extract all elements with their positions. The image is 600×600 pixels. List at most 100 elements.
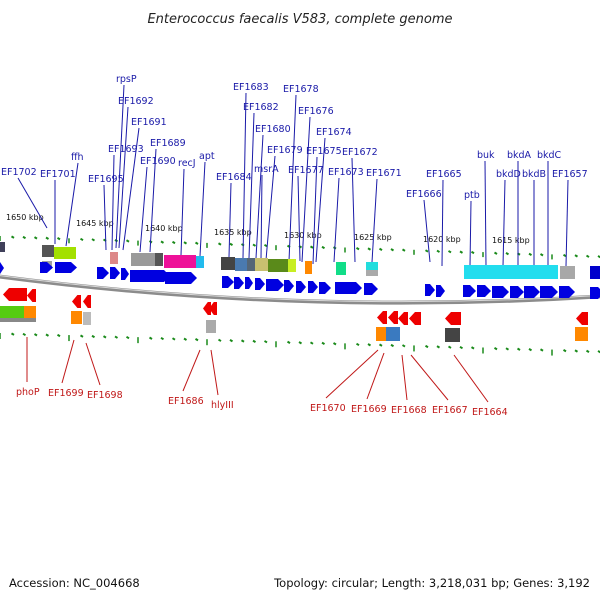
gene-label-apt[interactable]: apt [199, 151, 215, 162]
gene-label-EF1673[interactable]: EF1673 [328, 167, 364, 178]
label-leader [182, 349, 201, 392]
reverse-gene-arrow[interactable] [445, 312, 461, 325]
forward-gene-arrow[interactable] [492, 286, 509, 298]
forward-gene-arrow[interactable] [40, 262, 53, 273]
gene-label-bkdD[interactable]: bkdD [496, 169, 521, 180]
gene-label-EF1690[interactable]: EF1690 [140, 156, 176, 167]
forward-gene-arrow[interactable] [308, 281, 318, 293]
label-leader [242, 92, 247, 259]
reverse-gene-arrow[interactable] [377, 311, 387, 324]
forward-gene-arrow[interactable] [425, 284, 435, 296]
forward-gene-arrow[interactable] [319, 282, 331, 294]
gene-label-EF1665[interactable]: EF1665 [426, 169, 462, 180]
forward-gene-arrow[interactable] [222, 276, 234, 288]
inner-ruler-tick [597, 350, 600, 354]
cog-box [0, 318, 36, 322]
gene-label-EF1678[interactable]: EF1678 [283, 84, 319, 95]
gene-label-buk[interactable]: buk [477, 150, 495, 161]
reverse-gene-arrow[interactable] [398, 312, 408, 325]
gene-label-EF1668[interactable]: EF1668 [391, 405, 427, 416]
gene-label-EF1691[interactable]: EF1691 [131, 117, 167, 128]
forward-gene-arrow[interactable] [121, 268, 129, 280]
label-leader [61, 339, 75, 384]
reverse-gene-arrow[interactable] [409, 312, 421, 325]
label-leader [453, 354, 489, 403]
forward-gene-arrow[interactable] [165, 272, 197, 284]
reverse-gene-arrow[interactable] [388, 311, 398, 324]
gene-label-EF1666[interactable]: EF1666 [406, 189, 442, 200]
forward-gene-arrow[interactable] [510, 286, 524, 298]
gene-label-EF1692[interactable]: EF1692 [118, 96, 154, 107]
gene-label-EF1671[interactable]: EF1671 [366, 168, 402, 179]
gene-label-bkdC[interactable]: bkdC [537, 150, 562, 161]
cog-box [0, 242, 5, 252]
gene-label-phoP[interactable]: phoP [16, 387, 40, 398]
gene-label-EF1672[interactable]: EF1672 [342, 147, 378, 158]
forward-gene-arrow[interactable] [477, 285, 491, 297]
reverse-gene-arrow[interactable] [27, 289, 36, 302]
gene-label-EF1676[interactable]: EF1676 [298, 106, 334, 117]
inner-ruler-tick [574, 349, 579, 353]
gene-label-EF1657[interactable]: EF1657 [552, 169, 588, 180]
forward-gene-arrow[interactable] [110, 267, 120, 279]
gene-label-msrA[interactable]: msrA [254, 164, 279, 175]
tick-label-1635: 1635 kbp [214, 228, 252, 237]
forward-gene-arrow[interactable] [234, 277, 244, 289]
forward-gene-arrow[interactable] [255, 278, 265, 290]
gene-label-EF1684[interactable]: EF1684 [216, 172, 252, 183]
reverse-gene-arrow[interactable] [209, 302, 217, 315]
forward-gene-arrow[interactable] [559, 286, 575, 298]
gene-label-EF1693[interactable]: EF1693 [108, 144, 144, 155]
gene-label-EF1679[interactable]: EF1679 [267, 145, 303, 156]
gene-label-EF1699[interactable]: EF1699 [48, 388, 84, 399]
forward-gene-arrow[interactable] [463, 285, 476, 297]
forward-gene-arrow[interactable] [364, 283, 378, 295]
reverse-gene-arrow[interactable] [83, 295, 91, 308]
gene-label-EF1667[interactable]: EF1667 [432, 405, 468, 416]
gene-label-EF1683[interactable]: EF1683 [233, 82, 269, 93]
reverse-gene-arrow[interactable] [3, 288, 27, 301]
gene-label-EF1682[interactable]: EF1682 [243, 102, 279, 113]
ruler-tick [505, 252, 510, 256]
gene-label-bkdA[interactable]: bkdA [507, 150, 532, 161]
forward-gene-arrow[interactable] [97, 267, 109, 279]
forward-gene-arrow[interactable] [436, 285, 445, 297]
gene-label-EF1675[interactable]: EF1675 [306, 146, 342, 157]
gene-label-EF1695[interactable]: EF1695 [88, 174, 124, 185]
forward-gene-arrow[interactable] [590, 287, 600, 299]
reverse-gene-arrow[interactable] [72, 295, 81, 308]
reverse-gene-arrow[interactable] [203, 302, 211, 315]
label-leader [297, 175, 301, 262]
forward-gene-arrow[interactable] [335, 282, 362, 294]
reverse-gene-arrow[interactable] [576, 312, 588, 325]
gene-label-EF1680[interactable]: EF1680 [255, 124, 291, 135]
gene-label-bkdB[interactable]: bkdB [522, 169, 546, 180]
gene-label-EF1664[interactable]: EF1664 [472, 407, 508, 418]
gene-label-EF1701[interactable]: EF1701 [40, 169, 76, 180]
forward-gene-arrow[interactable] [524, 286, 540, 298]
gene-label-hlyIII[interactable]: hlyIII [211, 400, 234, 411]
label-leader [441, 179, 444, 267]
inner-ruler-tick [22, 332, 27, 337]
forward-gene-arrow[interactable] [245, 277, 253, 289]
gene-label-EF1702[interactable]: EF1702 [1, 167, 37, 178]
gene-label-EF1698[interactable]: EF1698 [87, 390, 123, 401]
gene-label-EF1674[interactable]: EF1674 [316, 127, 352, 138]
gene-label-EF1689[interactable]: EF1689 [150, 138, 186, 149]
gene-label-EF1686[interactable]: EF1686 [168, 396, 204, 407]
gene-label-EF1677[interactable]: EF1677 [288, 165, 324, 176]
forward-gene-arrow[interactable] [540, 286, 558, 298]
gene-label-ptb[interactable]: ptb [464, 190, 480, 201]
gene-label-ffh[interactable]: ffh [71, 152, 84, 163]
forward-gene-arrow[interactable] [266, 279, 284, 291]
forward-gene-arrow[interactable] [284, 280, 294, 292]
reverse-gene-track [3, 288, 588, 325]
gene-label-rpsP[interactable]: rpsP [116, 74, 137, 85]
forward-gene-arrow[interactable] [0, 262, 4, 274]
gene-label-EF1670[interactable]: EF1670 [310, 403, 346, 414]
forward-gene-arrow[interactable] [130, 270, 170, 282]
forward-gene-arrow[interactable] [296, 281, 306, 293]
gene-label-recJ[interactable]: recJ [178, 158, 196, 169]
gene-label-EF1669[interactable]: EF1669 [351, 404, 387, 415]
forward-gene-arrow[interactable] [55, 262, 77, 273]
